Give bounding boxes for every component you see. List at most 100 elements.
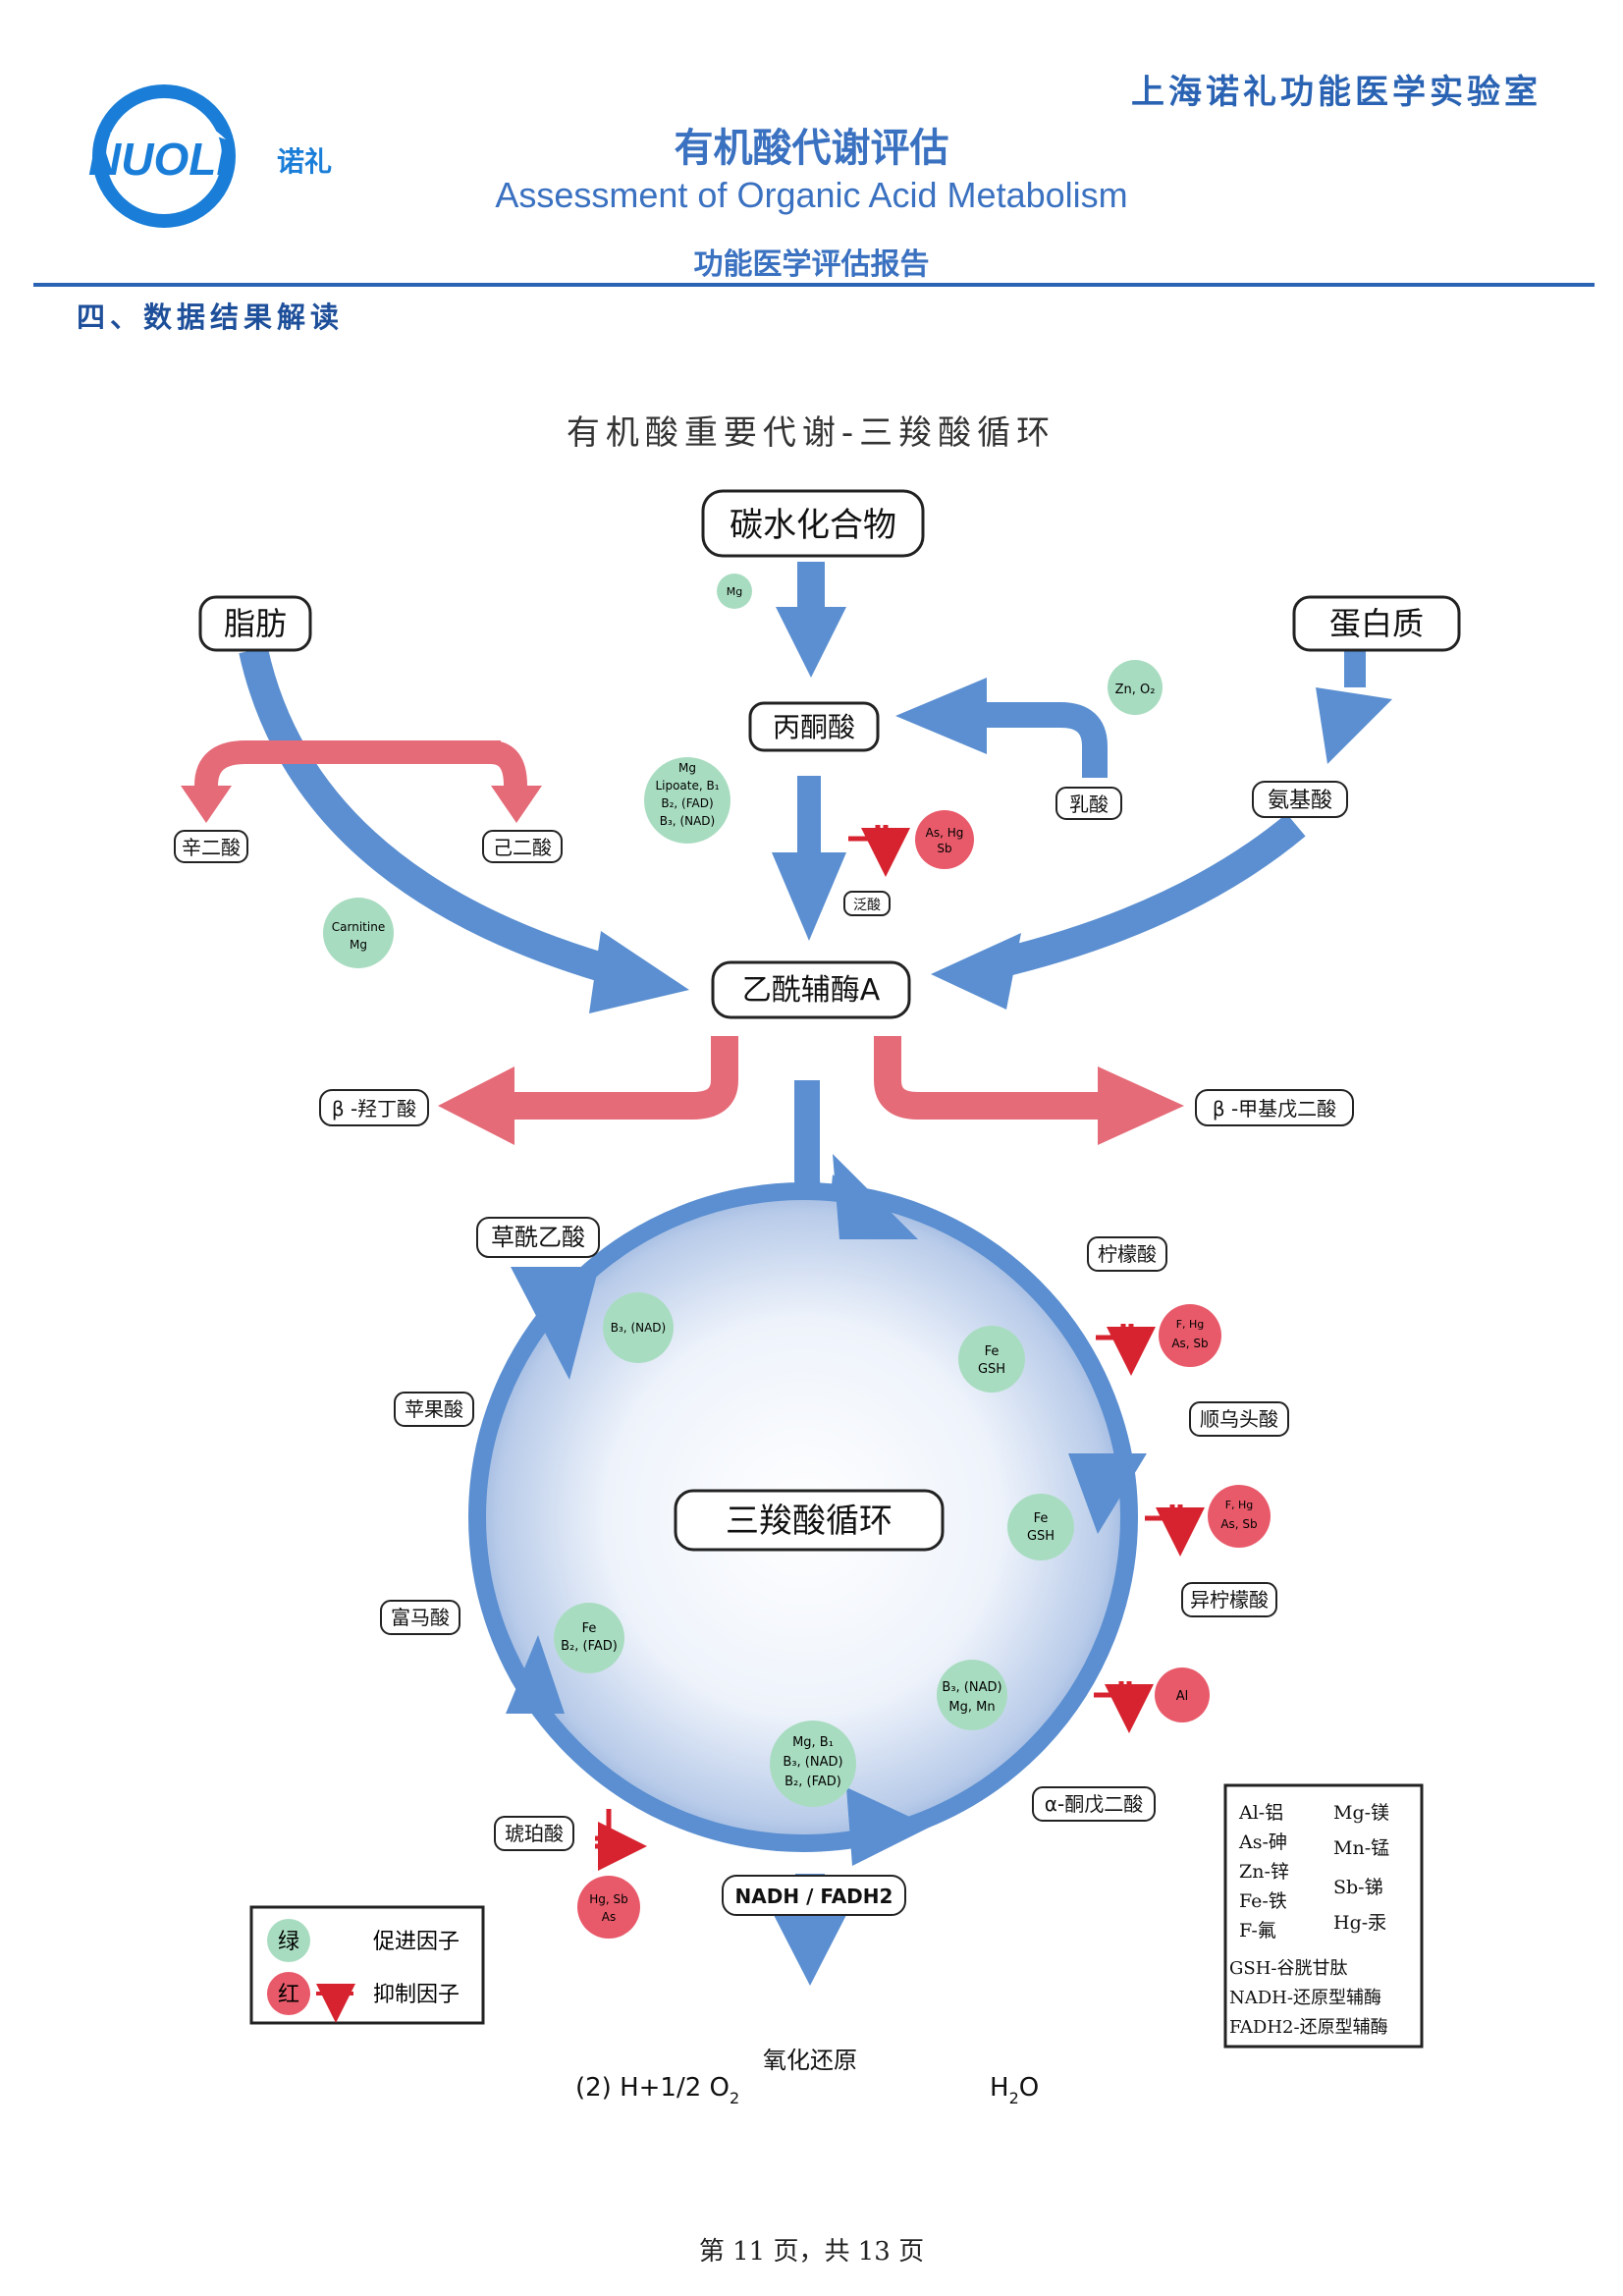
svg-text:GSH: GSH [978,1362,1005,1377]
label-hydroxybutyrate: β -羟丁酸 [332,1097,416,1121]
logo-ring [92,84,236,228]
node-methylglutarate [1195,1089,1354,1126]
legend-green-circle [267,1919,310,1962]
legend: 绿 促进因子 红 抑制因子 [249,1905,485,2023]
inhibitor-f-hg-as-sb-1: F, Hg As, Sb [1096,1304,1221,1367]
node-oxaloacetate [476,1217,600,1258]
abbr-fadh2: FADH2-还原型辅酶 [1229,2017,1388,2038]
inhibitor-hg-sb-as: Hg, Sb As [577,1809,640,1939]
label-isocitrate: 异柠檬酸 [1190,1588,1269,1612]
node-fat [198,595,312,652]
legend-green-text: 促进因子 [373,1930,460,1954]
legend-green-label: 绿 [278,1930,299,1954]
abbr-nadh: NADH-还原型辅酶 [1229,1988,1381,2008]
arrowhead-pyruvate [772,852,846,941]
arrow-adipic-shaft [489,740,527,787]
node-fumarate [380,1600,460,1635]
logo-swoosh [110,109,226,139]
red-arrows [194,740,1100,1120]
abbr-gsh: GSH-谷胱甘肽 [1229,1958,1348,1979]
node-pyruvate [748,701,880,752]
diagram-title: 有机酸重要代谢-三羧酸循环 [567,413,1055,453]
label-lactate: 乳酸 [1069,793,1109,816]
arrowhead-amino [931,933,1021,1010]
svg-text:F, Hg: F, Hg [1225,1499,1254,1511]
cycle-arrow-ketoglutarate [846,1787,931,1866]
node-hydroxybutyrate [319,1089,429,1126]
cycle-arrow-citrate [833,1154,918,1239]
abbr-sb: Sb-锑 [1333,1877,1383,1898]
svg-text:As, Sb: As, Sb [1220,1517,1257,1531]
svg-text:B₂, (FAD): B₂, (FAD) [561,1639,618,1654]
svg-text:Carnitine: Carnitine [332,920,385,934]
cycle-arrow-isocitrate [1068,1453,1147,1534]
arrowhead-lactate [895,678,987,754]
svg-text:B₃, (NAD): B₃, (NAD) [783,1755,842,1770]
promoter-b3-mg-mn: B₃, (NAD) Mg, Mn [937,1660,1007,1730]
svg-text:Zn, O₂: Zn, O₂ [1115,683,1156,697]
svg-text:As, Sb: As, Sb [1171,1337,1208,1350]
label-amino-acid: 氨基酸 [1268,789,1332,813]
node-ketoglutarate [1032,1786,1156,1822]
promoter-circles: Mg Zn, O₂ Mg Lipoate, B₁ B₂, (FAD) B₃, (… [323,574,1163,1807]
svg-text:Sb: Sb [937,842,951,855]
logo-brand: NUOLI [88,134,230,185]
abbr-mn: Mn-锰 [1333,1837,1389,1859]
abbr-fe: Fe-铁 [1239,1890,1287,1912]
node-citrate [1087,1236,1167,1272]
inhibitor-circles: As, Hg Sb F, Hg As, Sb F, Hg As, Sb Al H… [577,810,1271,1939]
label-succinate: 琥珀酸 [505,1822,564,1845]
svg-text:Mg: Mg [727,585,742,598]
svg-text:Al: Al [1176,1689,1189,1704]
promoter-fe-b2: Fe B₂, (FAD) [554,1603,624,1673]
report-subtitle: 功能医学评估报告 [693,247,930,282]
label-oxaloacetate: 草酰乙酸 [491,1224,585,1251]
label-malate: 苹果酸 [405,1397,463,1421]
page-footer: 第 11 页，共 13 页 [698,2237,925,2267]
lab-name: 上海诺礼功能医学实验室 [1131,73,1542,112]
label-pyruvate: 丙酮酸 [773,711,855,743]
inhibitor-al: Al [1094,1667,1210,1722]
promoter-b3-nad: B₃, (NAD) [603,1292,674,1363]
node-lactate [1055,787,1122,820]
svg-text:Mg: Mg [678,761,696,775]
arrowhead-adipic [491,786,542,823]
label-tca-cycle: 三羧酸循环 [726,1502,893,1541]
svg-text:Fe: Fe [1034,1511,1049,1526]
label-carbohydrate: 碳水化合物 [730,506,896,545]
label-fumarate: 富马酸 [391,1606,450,1629]
svg-text:Mg: Mg [350,938,367,952]
abbr-mg: Mg-镁 [1333,1802,1389,1824]
node-cis-aconitate [1189,1401,1289,1437]
label-redox: 氧化还原 [763,2047,857,2074]
svg-text:Hg, Sb: Hg, Sb [589,1892,628,1906]
svg-text:Fe: Fe [985,1344,1000,1359]
arrowhead-protein [1316,687,1392,764]
label-pantothenic: 泛酸 [853,898,881,913]
label-nadh: NADH / FADH2 [735,1885,893,1908]
svg-text:Lipoate, B₁: Lipoate, B₁ [655,779,719,793]
label-citrate: 柠檬酸 [1098,1242,1157,1266]
inhibitor-as-hg-sb: As, Hg Sb [848,810,974,869]
cycle-arrowheads [506,1154,1147,1866]
abbr-as: As-砷 [1238,1831,1287,1853]
svg-text:Mg, B₁: Mg, B₁ [792,1735,834,1750]
arrow-methylglutarate-shaft [874,1036,1100,1120]
promoter-mg-b1: Mg, B₁ B₃, (NAD) B₂, (FAD) [770,1721,856,1807]
label-cis-aconitate: 顺乌头酸 [1200,1407,1278,1431]
equation-right: H2O [990,2073,1039,2107]
node-tca-cycle [674,1489,945,1552]
abbreviation-frame [1223,1783,1424,2049]
node-boxes [174,489,1461,1916]
promoter-fe-gsh-1: Fe GSH [958,1326,1025,1393]
arrowhead-fat [589,931,689,1013]
svg-text:B₃, (NAD): B₃, (NAD) [660,814,715,828]
promoter-carnitine: Carnitine Mg [323,898,394,968]
svg-text:B₂, (FAD): B₂, (FAD) [661,796,713,810]
label-methylglutarate: β -甲基戊二酸 [1213,1097,1336,1121]
report-title-cn: 有机酸代谢评估 [674,126,949,171]
node-protein [1292,595,1461,652]
label-protein: 蛋白质 [1329,605,1424,642]
promoter-mg-carb: Mg [717,574,752,609]
